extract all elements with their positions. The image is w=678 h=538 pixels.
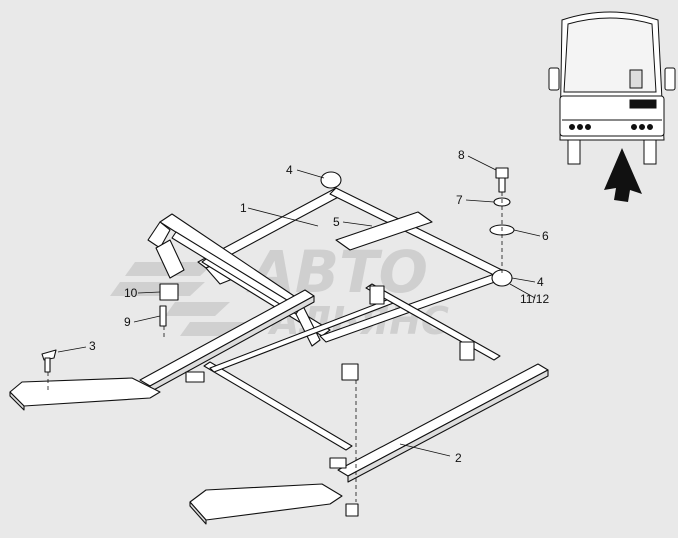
frame-assembly bbox=[9, 167, 549, 525]
callout-4-right: 4 bbox=[537, 275, 544, 289]
callout-11-12: 11/12 bbox=[520, 292, 549, 306]
callout-leader-lines bbox=[57, 155, 541, 457]
callout-10: 10 bbox=[124, 286, 138, 300]
watermark-logo-icon bbox=[110, 262, 245, 336]
callout-5: 5 bbox=[333, 215, 340, 229]
view-direction-arrow-icon bbox=[604, 148, 642, 202]
callout-4-top: 4 bbox=[286, 163, 293, 177]
callout-1: 1 bbox=[240, 201, 247, 215]
callout-7: 7 bbox=[456, 193, 463, 207]
callout-6: 6 bbox=[542, 229, 549, 243]
callout-3: 3 bbox=[89, 339, 96, 353]
callout-8: 8 bbox=[458, 148, 465, 162]
callout-labels: 1 2 3 4 4 5 6 7 8 9 10 11/12 bbox=[89, 148, 549, 465]
callout-9: 9 bbox=[124, 315, 131, 329]
assembly-guide-lines bbox=[47, 192, 503, 502]
bus-front-illustration bbox=[548, 11, 676, 165]
callout-2: 2 bbox=[455, 451, 462, 465]
